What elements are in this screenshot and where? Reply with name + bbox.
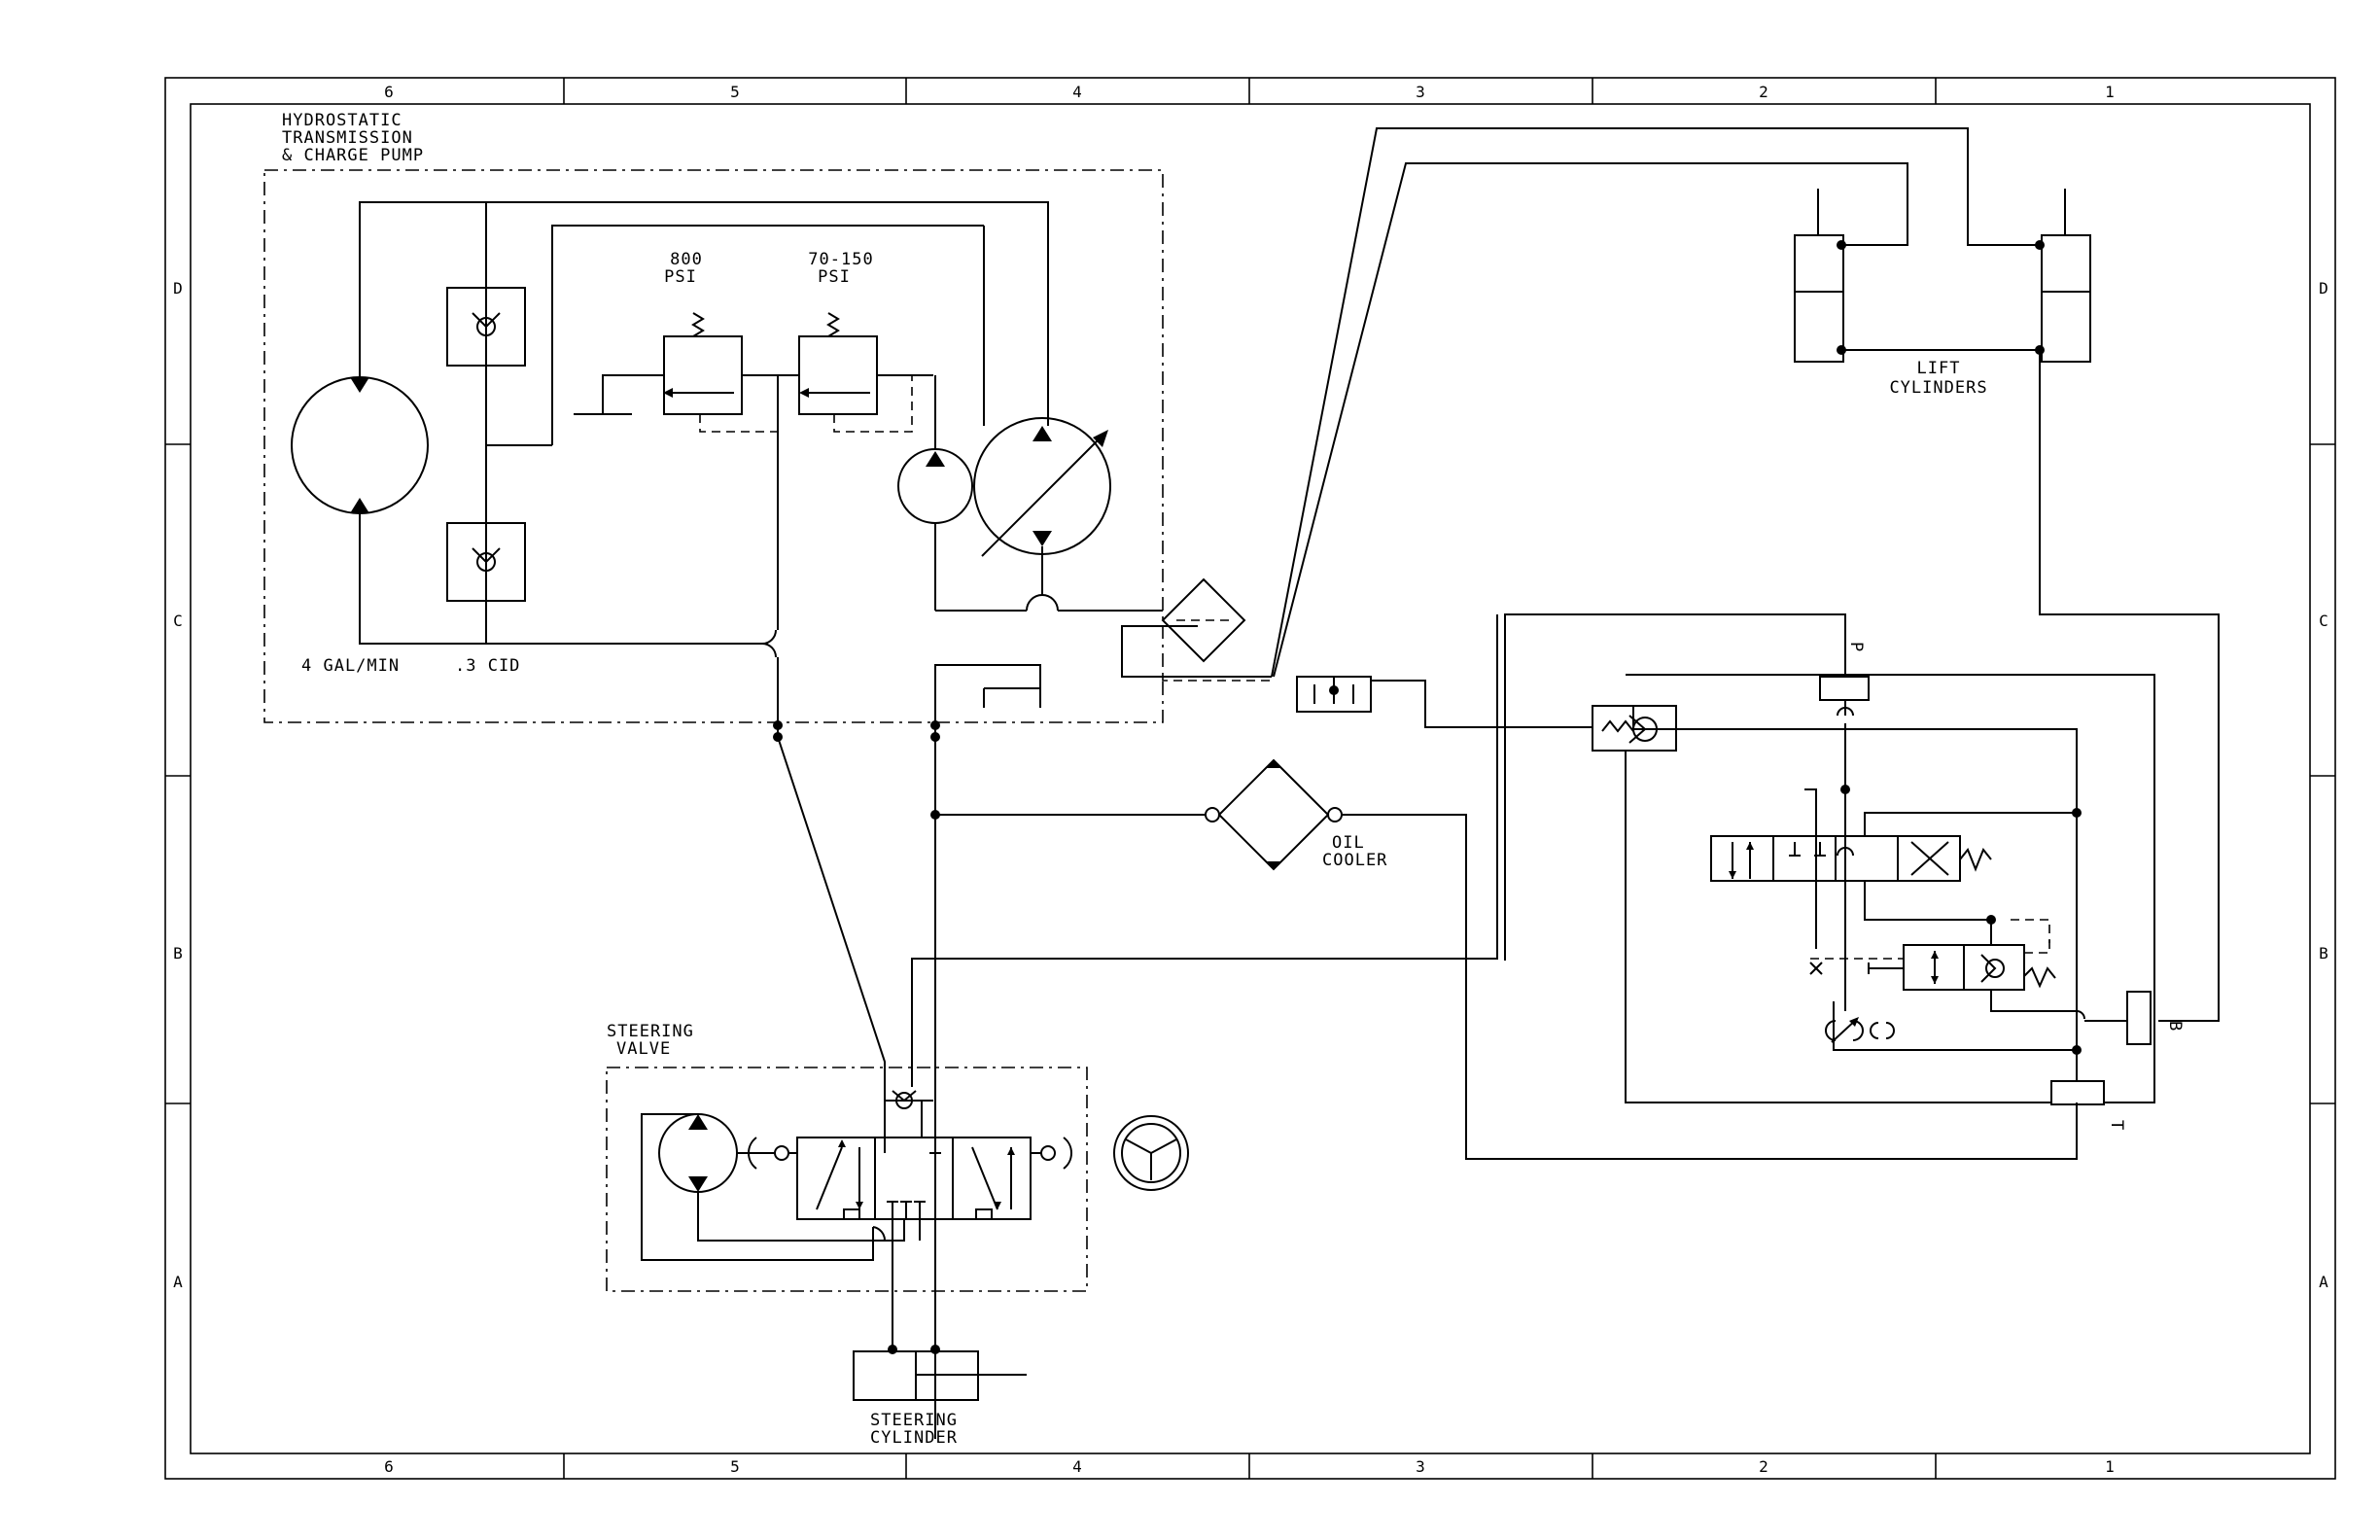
col-label-5-top: 5 bbox=[730, 83, 740, 101]
row-label-b-left: B bbox=[173, 944, 183, 962]
col-label-5-bottom: 5 bbox=[730, 1457, 740, 1476]
row-label-a-left: A bbox=[173, 1273, 183, 1291]
motor-arrow-top bbox=[350, 377, 369, 393]
row-label-d-left: D bbox=[173, 279, 183, 298]
col-label-4-top: 4 bbox=[1072, 83, 1082, 101]
lift-cylinders-label-line1: LIFT bbox=[1917, 359, 1961, 378]
row-label-c-left: C bbox=[173, 612, 183, 630]
col-label-4-bottom: 4 bbox=[1072, 1457, 1082, 1476]
steering-valve-label-line1: STEERING bbox=[607, 1022, 694, 1041]
flow-rate-label: 4 GAL/MIN bbox=[301, 656, 400, 676]
hydrostatic-label-line2: TRANSMISSION bbox=[282, 128, 413, 148]
port-t-label: T bbox=[2107, 1120, 2126, 1131]
hydrostatic-label-line3: & CHARGE PUMP bbox=[282, 146, 424, 165]
lift-control-valve-group: P T B bbox=[1505, 614, 2185, 1131]
return-filter bbox=[1163, 579, 1244, 661]
lift-cylinders-label-line2: CYLINDERS bbox=[1889, 378, 1987, 398]
col-label-6-top: 6 bbox=[384, 83, 394, 101]
col-label-3-top: 3 bbox=[1416, 83, 1425, 101]
steering-valve-group: STEERING VALVE bbox=[607, 1022, 1188, 1348]
col-label-2-bottom: 2 bbox=[1759, 1457, 1768, 1476]
displacement-label: .3 CID bbox=[455, 656, 520, 676]
port-b-block bbox=[2127, 992, 2151, 1044]
port-b-label: B bbox=[2165, 1021, 2185, 1032]
row-label-d-right: D bbox=[2319, 279, 2328, 298]
steering-cylinder-label-line2: CYLINDER bbox=[870, 1428, 958, 1448]
steering-cylinder-label-line1: STEERING bbox=[870, 1411, 958, 1430]
oil-cooler bbox=[1219, 760, 1328, 869]
piping-group: OIL COOLER bbox=[773, 614, 2077, 1439]
row-label-c-right: C bbox=[2319, 612, 2328, 630]
col-label-3-bottom: 3 bbox=[1416, 1457, 1425, 1476]
col-label-1-bottom: 1 bbox=[2105, 1457, 2115, 1476]
relief-800-value: 800 bbox=[670, 250, 703, 269]
hydrostatic-enclosure bbox=[264, 170, 1163, 722]
relief-800-unit: PSI bbox=[664, 267, 697, 287]
filter-tank-group bbox=[1122, 579, 1592, 727]
col-label-2-top: 2 bbox=[1759, 83, 1768, 101]
col-label-6-bottom: 6 bbox=[384, 1457, 394, 1476]
col-label-1-top: 1 bbox=[2105, 83, 2115, 101]
relief-70-unit: PSI bbox=[818, 267, 851, 287]
hydraulic-motor bbox=[292, 377, 428, 513]
port-p-block bbox=[1820, 677, 1869, 700]
hydrostatic-transmission-group: HYDROSTATIC TRANSMISSION & CHARGE PUMP bbox=[264, 111, 1163, 723]
relief-valve-800 bbox=[664, 336, 742, 414]
lift-cylinder-right bbox=[2042, 235, 2090, 362]
relief-70-value: 70-150 bbox=[808, 250, 873, 269]
lift-cylinder-left bbox=[1795, 235, 1843, 362]
motor-arrow-bottom bbox=[350, 498, 369, 513]
oil-cooler-label-line1: OIL bbox=[1332, 833, 1365, 853]
steering-cylinder-group: STEERING CYLINDER bbox=[854, 1345, 1027, 1448]
row-label-b-right: B bbox=[2319, 944, 2328, 962]
steering-valve-enclosure bbox=[607, 1068, 1087, 1291]
port-t-block bbox=[2051, 1081, 2104, 1104]
port-p-label: P bbox=[1846, 642, 1866, 652]
relief-valve-70-150 bbox=[799, 336, 877, 414]
hydrostatic-label-line1: HYDROSTATIC bbox=[282, 111, 402, 130]
oil-cooler-label-line2: COOLER bbox=[1322, 851, 1387, 870]
row-label-a-right: A bbox=[2319, 1273, 2328, 1291]
steering-valve-label-line2: VALVE bbox=[616, 1039, 671, 1059]
